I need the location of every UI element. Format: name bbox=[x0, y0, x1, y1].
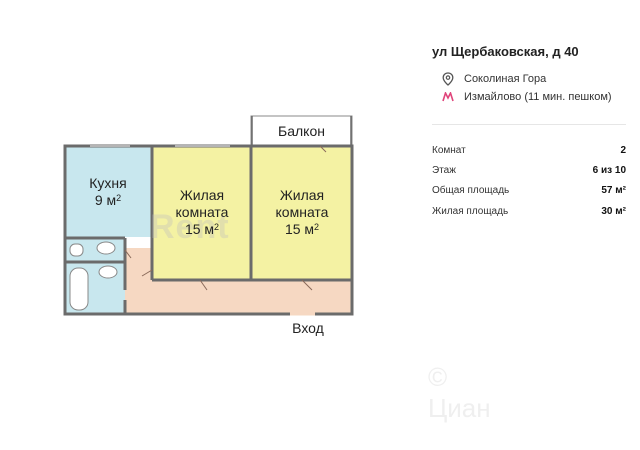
kitchen-label: Кухня 9 м2 bbox=[68, 175, 148, 209]
watermark-cian: © Циан bbox=[428, 362, 491, 423]
living-room-1-area-label: 15 м2 bbox=[184, 221, 220, 237]
living-room-1-label: Жилая комната 15 м2 bbox=[155, 187, 249, 238]
balcony-label: Балкон bbox=[278, 123, 325, 139]
district-row[interactable]: Соколиная Гора bbox=[432, 72, 546, 86]
param-value: 2 bbox=[620, 145, 626, 156]
floor-plan-drawing bbox=[63, 115, 354, 316]
kitchen-area bbox=[65, 147, 152, 237]
info-divider bbox=[432, 124, 626, 125]
param-value: 57 м² bbox=[601, 185, 626, 196]
balcony-area bbox=[250, 115, 353, 147]
living-room-1-name-1: Жилая bbox=[179, 187, 225, 203]
living-room-2-area-label: 15 м2 bbox=[284, 221, 320, 237]
watermark: Rent bbox=[150, 208, 230, 246]
district-name: Соколиная Гора bbox=[464, 73, 547, 85]
metro-icon bbox=[440, 90, 456, 104]
param-label: Комнат bbox=[432, 145, 466, 156]
plumbing-fixtures bbox=[69, 241, 118, 311]
walls bbox=[63, 144, 354, 316]
living-room-2-name-1: Жилая bbox=[279, 187, 325, 203]
metro-station: Измайлово (11 мин. пешком) bbox=[464, 91, 612, 103]
param-value: 30 м² bbox=[601, 206, 626, 217]
param-label: Общая площадь bbox=[432, 185, 510, 196]
param-total-area: Общая площадь 57 м² bbox=[432, 185, 626, 196]
param-label: Этаж bbox=[432, 165, 456, 176]
param-floor: Этаж 6 из 10 bbox=[432, 165, 626, 176]
param-label: Жилая площадь bbox=[432, 206, 509, 217]
doors bbox=[124, 145, 327, 291]
param-living-area: Жилая площадь 30 м² bbox=[432, 206, 626, 217]
living-room-2-area bbox=[251, 147, 352, 279]
metro-row[interactable]: Измайлово (11 мин. пешком) bbox=[432, 90, 612, 104]
entrance-label: Вход bbox=[292, 320, 324, 336]
address-title: ул Щербаковская, д 40 bbox=[432, 44, 579, 59]
param-value: 6 из 10 bbox=[592, 165, 626, 176]
param-rooms: Комнат 2 bbox=[432, 145, 626, 156]
living-room-1-area bbox=[152, 147, 251, 279]
living-room-2-label: Жилая комната 15 м2 bbox=[254, 187, 350, 238]
location-pin-icon bbox=[440, 72, 456, 86]
floor-plan: Rent © Циан Кухня 9 м2 Жилая комната 15 … bbox=[63, 115, 491, 423]
living-room-1-name-2: комната bbox=[175, 204, 229, 220]
kitchen-name: Кухня bbox=[89, 175, 127, 191]
kitchen-area-label: 9 м2 bbox=[94, 192, 122, 208]
living-room-2-name-2: комната bbox=[275, 204, 329, 220]
